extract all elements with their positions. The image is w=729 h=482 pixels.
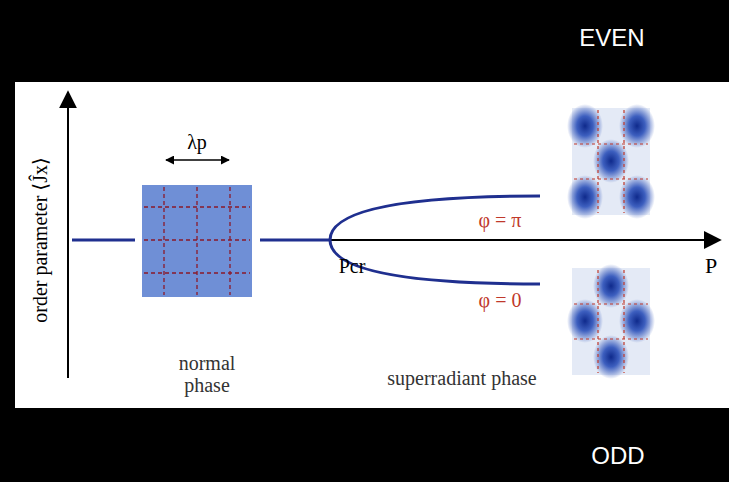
grid-line <box>196 187 197 295</box>
period-arrow <box>166 159 229 161</box>
lattice-box <box>142 185 252 297</box>
grid-line <box>144 206 250 207</box>
critical-point: Pcr <box>339 255 366 277</box>
lattice-grid <box>144 187 250 295</box>
region-label: superradiant phase <box>377 367 547 389</box>
grid-line <box>144 272 250 273</box>
axis-title: order parameter ⟨Ĵx⟩ <box>29 157 51 323</box>
panel-tag: EVEN <box>579 25 644 51</box>
grid-line <box>623 270 624 373</box>
grid-line <box>597 110 598 213</box>
grid-line <box>574 303 648 304</box>
bifurcation-curve <box>330 196 540 284</box>
lattice-grid <box>574 270 648 373</box>
grid-line <box>574 178 648 179</box>
grid-line <box>597 270 598 373</box>
axis-title: P <box>705 254 717 278</box>
x-axis <box>330 239 720 241</box>
period-label: λp <box>187 131 207 153</box>
grid-line <box>163 187 164 295</box>
grid-line <box>229 187 230 295</box>
odd-lattice <box>567 264 655 379</box>
phase-label: φ = π <box>479 209 522 231</box>
grid-line <box>574 338 648 339</box>
panel-tag: ODD <box>591 443 644 469</box>
even-lattice <box>567 104 655 219</box>
grid-line <box>144 239 250 240</box>
y-axis <box>67 92 69 378</box>
grid-line <box>574 143 648 144</box>
panel <box>15 82 729 408</box>
order-line <box>72 239 135 242</box>
region-label: normal phase <box>162 352 252 396</box>
lattice-grid <box>574 110 648 213</box>
order-line <box>260 239 331 242</box>
grid-line <box>623 110 624 213</box>
phase-label: φ = 0 <box>479 289 522 311</box>
